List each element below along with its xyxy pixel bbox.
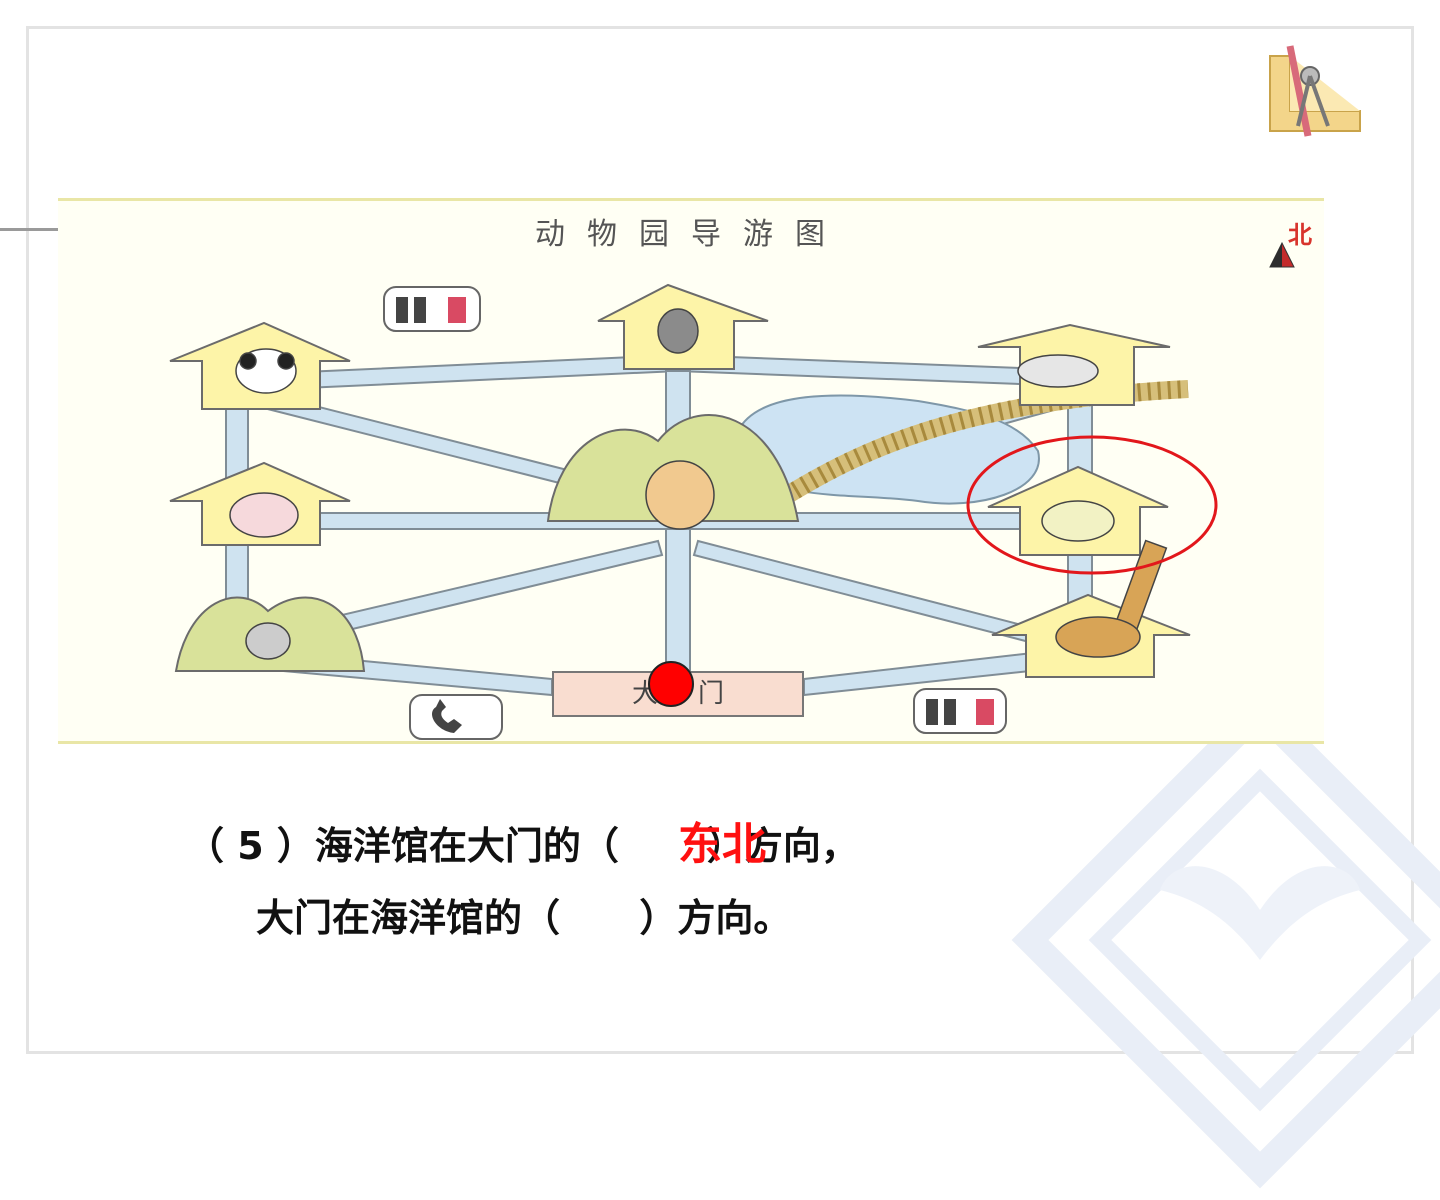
- watermark-logo: [1011, 691, 1440, 1189]
- side-rule: [0, 228, 60, 231]
- question-line-1: （ 5 ）海洋馆在大门的（ ）方向，: [186, 810, 859, 882]
- map-title: 动物园导游图: [535, 217, 847, 252]
- question-line-2: 大门在海洋馆的（ ）方向。: [256, 896, 792, 940]
- slide-frame: [26, 26, 1414, 1054]
- zoo-map: 动物园导游图 北 大门: [58, 198, 1324, 744]
- question-line-1-pre: （ 5 ）海洋馆在大门的（: [186, 824, 619, 868]
- geometry-tools-icon: [1269, 45, 1361, 137]
- north-label: 北: [1288, 220, 1312, 249]
- gate-marker: [648, 661, 694, 707]
- zoo-map-graphic: [169, 241, 1295, 740]
- answer-text: 东北: [678, 819, 766, 870]
- question-line-1-post: ）方向，: [706, 824, 859, 868]
